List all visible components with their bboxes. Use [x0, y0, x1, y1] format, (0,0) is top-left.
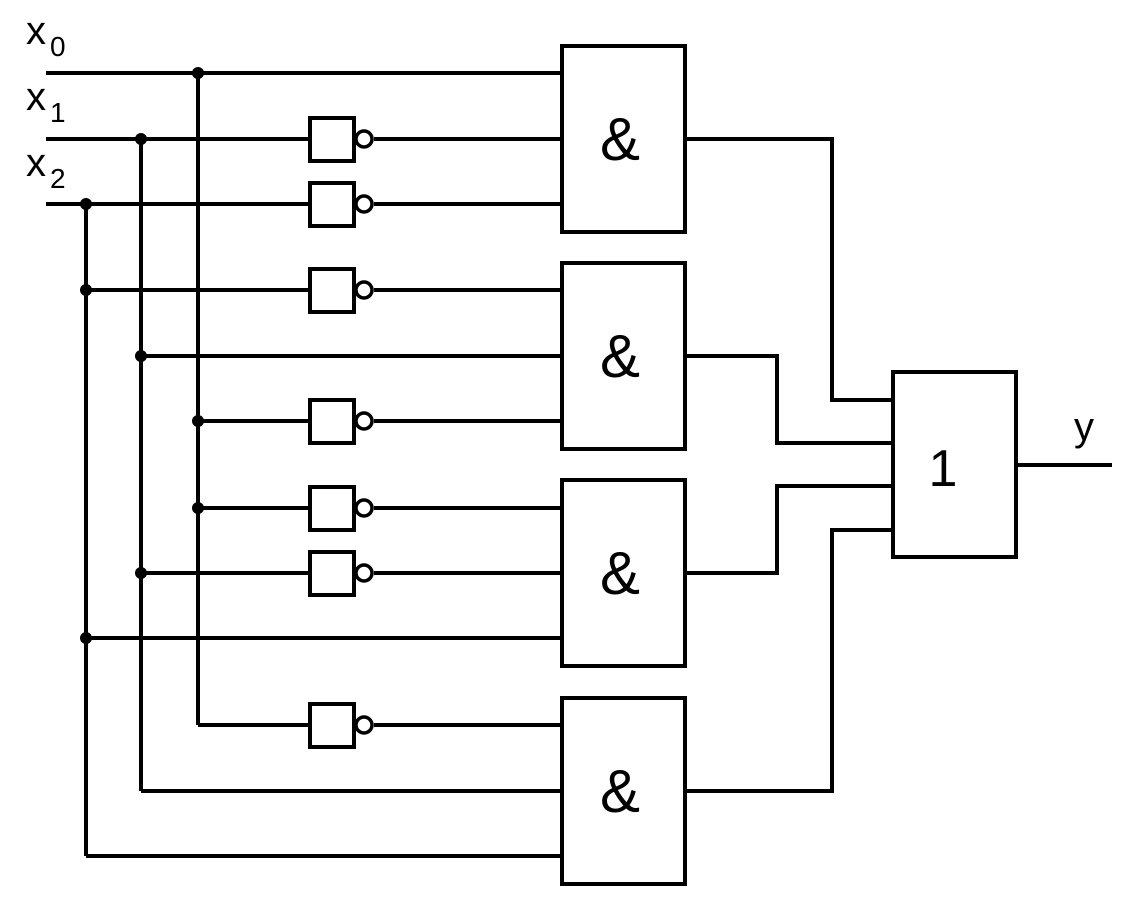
- and-gate-1: &: [560, 44, 687, 234]
- and-gate-3-symbol: &: [600, 540, 640, 607]
- or-gate-symbol: 1: [929, 440, 958, 498]
- input-x1-subscript: 1: [50, 97, 66, 128]
- junction-dot: [135, 567, 147, 579]
- input-label-x0: x 0: [26, 9, 66, 62]
- inverter-bubble-icon: [354, 715, 374, 735]
- input-x2-base: x: [26, 141, 46, 185]
- and-gate-4: &: [560, 696, 687, 886]
- inverter-bubble-icon: [354, 129, 374, 149]
- inverter-5: [308, 485, 374, 532]
- junction-dot: [80, 198, 92, 210]
- junction-dot: [135, 350, 147, 362]
- input-x1-base: x: [26, 75, 46, 119]
- junction-dot: [192, 502, 204, 514]
- and4-to-or-wire: [685, 528, 893, 793]
- junction-dot: [192, 67, 204, 79]
- inverter-7: [308, 702, 374, 749]
- input-x0-subscript: 0: [50, 31, 66, 62]
- and2-to-or-wire: [685, 354, 893, 445]
- and-gate-4-symbol: &: [600, 758, 640, 825]
- inverter-6: [308, 550, 374, 597]
- or-gate: 1: [891, 370, 1018, 559]
- input-label-x1: x 1: [26, 75, 66, 128]
- and3-to-or-wire: [685, 484, 893, 575]
- and-gate-1-symbol: &: [600, 106, 640, 173]
- and-gate-2-symbol: &: [600, 323, 640, 390]
- input-x0-base: x: [26, 9, 46, 53]
- inverter-bubble-icon: [354, 194, 374, 214]
- inverter-4: [308, 398, 374, 445]
- junction-dot: [192, 415, 204, 427]
- and1-to-or-wire: [685, 137, 893, 402]
- input-label-x2: x 2: [26, 141, 66, 194]
- input-x2-subscript: 2: [50, 163, 66, 194]
- and-gate-3: &: [560, 478, 687, 668]
- junction-dot: [80, 284, 92, 296]
- junction-dot: [80, 632, 92, 644]
- inverter-bubble-icon: [354, 280, 374, 300]
- inverter-1: [308, 116, 374, 163]
- and-gate-2: &: [560, 261, 687, 451]
- output-label-y: y: [1074, 405, 1094, 449]
- inverter-bubble-icon: [354, 498, 374, 518]
- junction-dot: [135, 133, 147, 145]
- inverter-3: [308, 267, 374, 314]
- inverter-2: [308, 181, 374, 228]
- inverter-bubble-icon: [354, 563, 374, 583]
- inverter-bubble-icon: [354, 411, 374, 431]
